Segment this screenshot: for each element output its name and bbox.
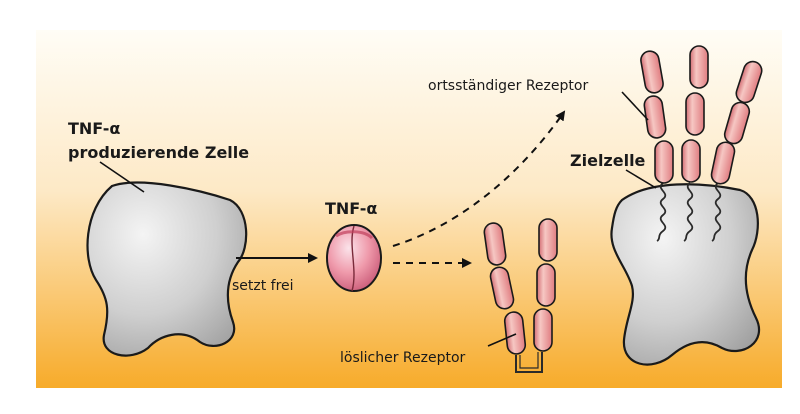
target-cell [610, 183, 760, 366]
soluble-receptor-leader-line [487, 333, 517, 347]
target-cell-label: Zielzelle [570, 151, 646, 170]
producer-leader-line [99, 161, 145, 193]
membrane-binding-arrow [392, 110, 566, 247]
release-label: setzt frei [232, 278, 294, 294]
producer-cell [86, 181, 248, 357]
transmembrane-anchors [656, 182, 722, 242]
membrane-receptor-label: ortsständiger Rezeptor [428, 78, 588, 94]
soluble-receptor [482, 218, 558, 373]
producer-label-line2: produzierende Zelle [68, 143, 249, 162]
tnf-molecule [326, 224, 382, 292]
soluble-receptor-label: löslicher Rezeptor [340, 350, 466, 366]
target-cell-leader-line [625, 169, 657, 189]
producer-label-line1: TNF-α [68, 119, 120, 138]
membrane-receptor-leader-line [621, 91, 649, 121]
tnf-label: TNF-α [325, 199, 377, 218]
